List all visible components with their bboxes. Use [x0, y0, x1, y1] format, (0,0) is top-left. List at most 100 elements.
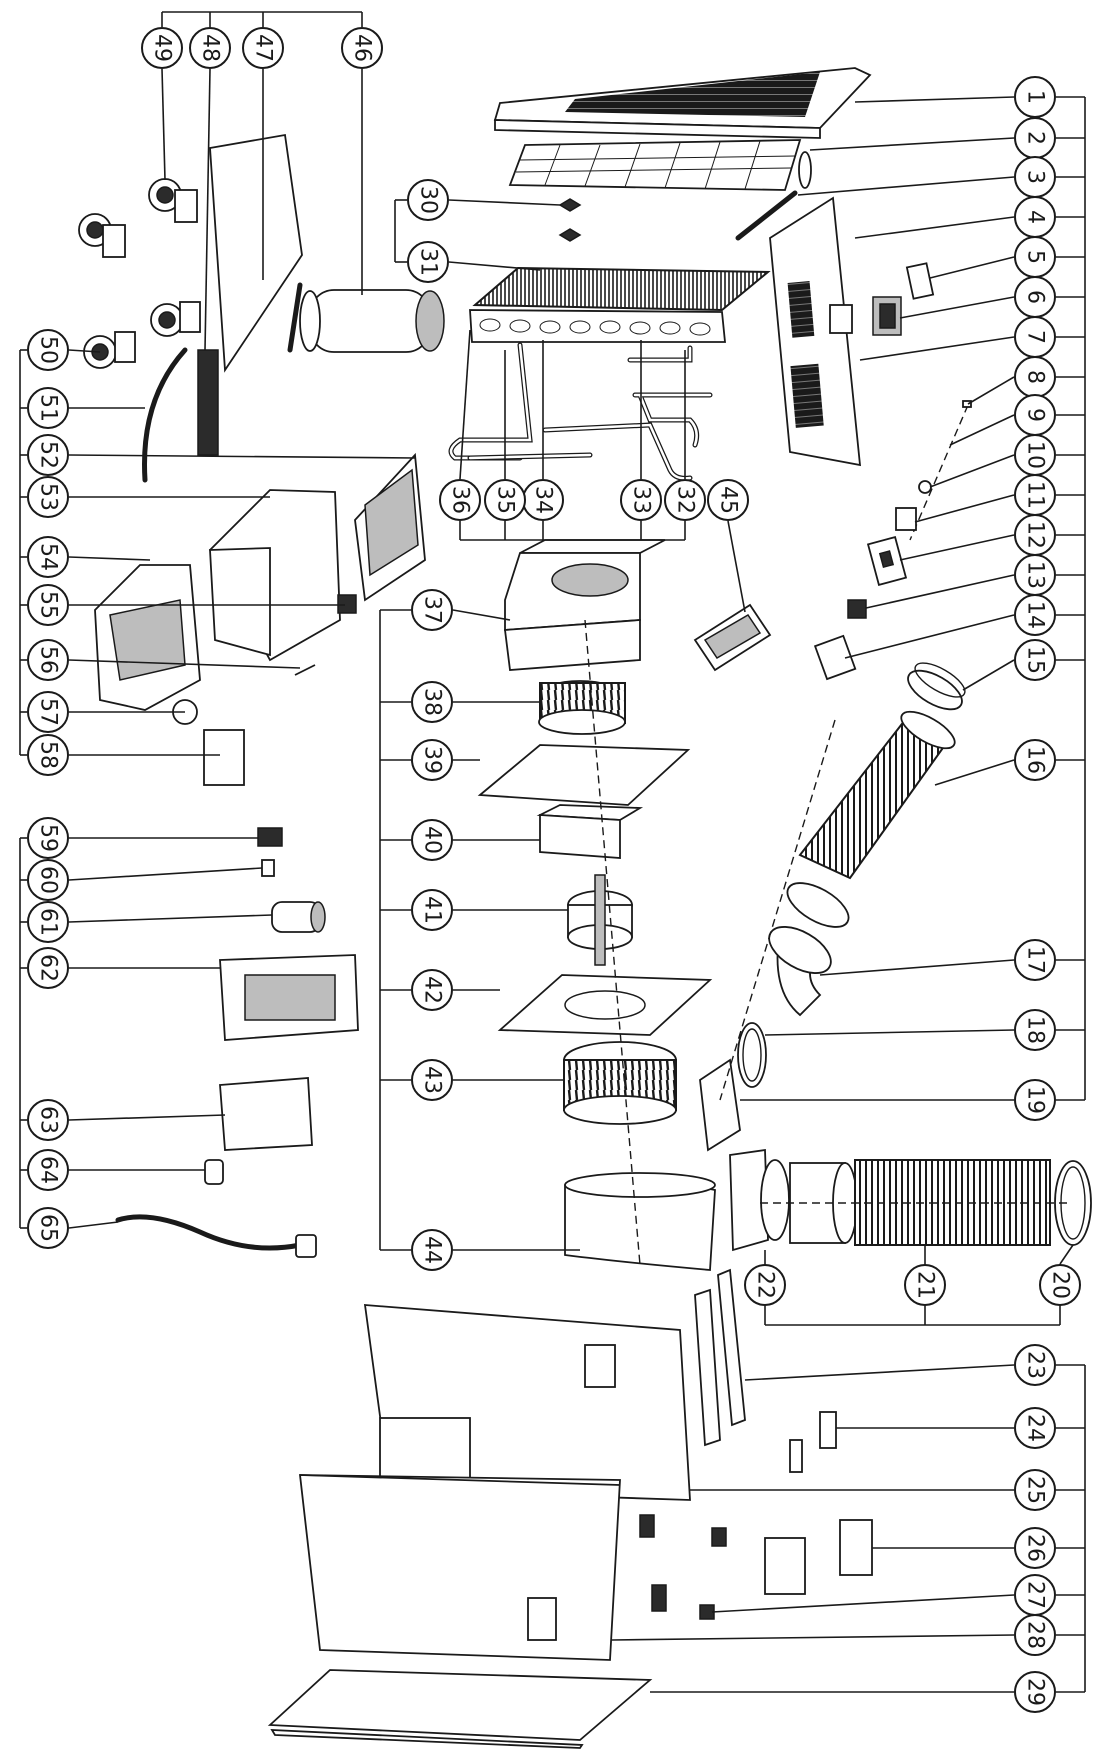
balloon-number: 61 — [36, 908, 61, 936]
balloon-61: 61 — [27, 901, 69, 943]
balloon-circle — [27, 1099, 69, 1141]
balloon-number: 54 — [36, 543, 61, 571]
balloon-50: 50 — [27, 329, 69, 371]
balloon-number: 6 — [1023, 290, 1048, 304]
balloon-circle — [1014, 939, 1056, 981]
balloon-number: 40 — [420, 826, 445, 854]
balloon-21: 21 — [904, 1264, 946, 1306]
balloon-number: 26 — [1023, 1534, 1048, 1562]
balloon-circle — [411, 969, 453, 1011]
balloon-number: 1 — [1023, 90, 1048, 104]
balloon-number: 23 — [1023, 1351, 1048, 1379]
balloon-24: 24 — [1014, 1407, 1056, 1449]
balloon-circle — [27, 476, 69, 518]
balloon-64: 64 — [27, 1149, 69, 1191]
display-board-part — [895, 507, 917, 531]
balloon-number: 60 — [36, 866, 61, 894]
balloon-number: 38 — [420, 688, 445, 716]
balloon-circle — [27, 901, 69, 943]
exhaust-hose-part — [699, 662, 966, 1152]
balloon-circle — [407, 179, 449, 221]
balloon-number: 14 — [1023, 601, 1048, 629]
leader-line — [68, 659, 301, 669]
balloon-number: 63 — [36, 1106, 61, 1134]
balloon-number: 2 — [1023, 131, 1048, 145]
balloon-number: 34 — [531, 486, 556, 514]
leader-line — [797, 176, 1015, 196]
balloon-number: 3 — [1023, 170, 1048, 184]
balloon-number: 5 — [1023, 250, 1048, 264]
leader-line — [899, 534, 1015, 561]
balloon-circle — [484, 479, 526, 521]
balloon-number: 49 — [150, 34, 175, 62]
balloon-62: 62 — [27, 947, 69, 989]
balloon-circle — [242, 27, 284, 69]
balloon-number: 13 — [1023, 561, 1048, 589]
balloon-28: 28 — [1014, 1614, 1056, 1656]
balloon-37: 37 — [411, 589, 453, 631]
leader-line — [899, 296, 1015, 319]
compressor-part — [209, 133, 445, 373]
balloon-circle — [411, 889, 453, 931]
balloon-number: 39 — [420, 746, 445, 774]
balloon-number: 33 — [629, 486, 654, 514]
balloon-circle — [1014, 1407, 1056, 1449]
balloon-49: 49 — [141, 27, 183, 69]
balloon-38: 38 — [411, 681, 453, 723]
leader-line — [448, 199, 561, 206]
balloon-57: 57 — [27, 691, 69, 733]
balloon-48: 48 — [189, 27, 231, 69]
balloon-2: 2 — [1014, 117, 1056, 159]
leader-line — [448, 261, 541, 271]
electrical-components-part — [115, 827, 359, 1258]
balloon-number: 64 — [36, 1156, 61, 1184]
balloon-circle — [664, 479, 706, 521]
balloon-number: 25 — [1023, 1476, 1048, 1504]
balloon-circle — [1014, 1614, 1056, 1656]
balloon-25: 25 — [1014, 1469, 1056, 1511]
balloon-circle — [1014, 1079, 1056, 1121]
balloon-35: 35 — [484, 479, 526, 521]
balloon-46: 46 — [341, 27, 383, 69]
drain-pipe-part — [142, 347, 188, 483]
balloon-34: 34 — [522, 479, 564, 521]
balloon-circle — [411, 819, 453, 861]
cover-plate-part — [905, 262, 935, 300]
filter-part — [508, 139, 812, 191]
assembly-axis — [909, 404, 969, 541]
balloon-circle — [411, 1059, 453, 1101]
balloon-circle — [1014, 594, 1056, 636]
back-panel-part — [769, 196, 862, 467]
leader-line — [914, 494, 1015, 523]
balloon-circle — [27, 1207, 69, 1249]
balloon-number: 47 — [251, 34, 276, 62]
balloon-number: 8 — [1023, 370, 1048, 384]
balloon-number: 29 — [1023, 1678, 1048, 1706]
leader-line — [949, 414, 1015, 446]
balloon-circle — [27, 434, 69, 476]
leader-line — [764, 1029, 1015, 1036]
balloon-18: 18 — [1014, 1009, 1056, 1051]
balloon-36: 36 — [439, 479, 481, 521]
relay-part — [847, 599, 867, 619]
balloon-number: 43 — [420, 1066, 445, 1094]
balloon-circle — [1014, 1469, 1056, 1511]
balloon-number: 45 — [716, 486, 741, 514]
balloon-3: 3 — [1014, 156, 1056, 198]
balloon-number: 27 — [1023, 1581, 1048, 1609]
balloon-29: 29 — [1014, 1671, 1056, 1713]
leader-line — [611, 1634, 1015, 1641]
balloon-circle — [407, 241, 449, 283]
balloon-circle — [620, 479, 662, 521]
balloon-number: 4 — [1023, 210, 1048, 224]
balloon-circle — [27, 329, 69, 371]
balloon-1: 1 — [1014, 76, 1056, 118]
balloon-59: 59 — [27, 817, 69, 859]
balloon-number: 30 — [416, 186, 441, 214]
balloon-number: 21 — [913, 1271, 938, 1299]
leader-line — [744, 1364, 1015, 1381]
balloon-44: 44 — [411, 1229, 453, 1271]
balloon-number: 53 — [36, 483, 61, 511]
balloon-circle — [27, 734, 69, 776]
balloon-39: 39 — [411, 739, 453, 781]
